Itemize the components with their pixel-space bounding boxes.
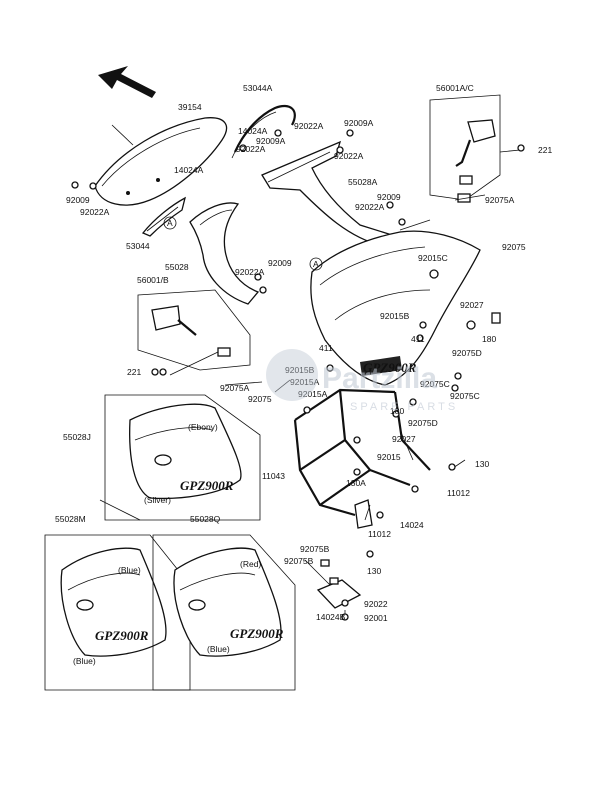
- color-note-label: (Silver): [144, 495, 171, 505]
- part-label: 92009: [377, 192, 401, 202]
- windshield-trim-part: [231, 104, 296, 159]
- lower-bracket-part: [316, 579, 362, 609]
- part-label: 92009A: [256, 136, 286, 146]
- part-label: 130: [475, 459, 489, 469]
- part-label: 56001A/C: [436, 83, 474, 93]
- part-label: 39154: [178, 102, 202, 112]
- color-note-label: (Ebony): [188, 422, 218, 432]
- part-label: 92075A: [485, 195, 515, 205]
- part-label: 180: [390, 406, 404, 416]
- part-label: 92022A: [294, 121, 324, 131]
- part-label: 92009: [66, 195, 90, 205]
- watermark-tagline: SPARE PARTS: [350, 401, 458, 413]
- part-label: 92075A: [220, 383, 250, 393]
- part-label: 130A: [346, 478, 366, 488]
- part-label: 92075C: [420, 379, 450, 389]
- windshield-part: [94, 117, 228, 206]
- part-label: 14024A: [174, 165, 204, 175]
- part-label: 56001/B: [137, 275, 169, 285]
- fastener-markers: [71, 129, 525, 621]
- side-fairing-blue-part: GPZ900R: [44, 534, 191, 691]
- upper-fairing-part: GPZ900R: [310, 230, 481, 386]
- part-label: 92022A: [80, 207, 110, 217]
- upper-inner-panel-part: [261, 140, 394, 247]
- part-label: 180: [482, 334, 496, 344]
- part-labels: 39154 53044A 56001A/C 14024A 92022A 9200…: [55, 83, 552, 666]
- part-label: 92075D: [408, 418, 438, 428]
- watermark-text: Partzilla: [322, 362, 437, 395]
- part-label: 92015A: [290, 377, 320, 387]
- part-label: 92009: [268, 258, 292, 268]
- part-label: 11043: [262, 471, 285, 481]
- part-label: 92015A: [298, 389, 328, 399]
- stay-bracket-part: [354, 499, 373, 529]
- part-label: 92022A: [235, 267, 265, 277]
- fairing-logo-text: GPZ900R: [95, 628, 149, 643]
- part-label: 221: [538, 145, 552, 155]
- part-label: 411: [319, 343, 333, 353]
- part-label: 55028: [165, 262, 189, 272]
- callout-label: A: [313, 259, 319, 269]
- part-label: 11012: [368, 529, 391, 539]
- watermark: Partzilla SPARE PARTS: [266, 349, 458, 413]
- part-label: 92015B: [380, 311, 410, 321]
- part-label: 411: [411, 334, 425, 344]
- part-label: 92009A: [344, 118, 374, 128]
- part-label: 14024: [400, 520, 424, 530]
- right-mirror-callout: [429, 94, 501, 203]
- part-label: 92075C: [450, 391, 480, 401]
- part-label: 92022A: [236, 144, 266, 154]
- left-mirror-callout: [137, 289, 251, 371]
- color-note-label: (Red): [240, 559, 261, 569]
- part-label: 92075: [248, 394, 272, 404]
- part-label: 55028Q: [190, 514, 221, 524]
- part-label: 14024A: [238, 126, 268, 136]
- part-label: 92015C: [418, 253, 448, 263]
- part-label: 92027: [460, 300, 484, 310]
- part-label: 92001: [364, 613, 388, 623]
- fairing-logo-text: GPZ900R: [230, 626, 284, 641]
- part-label: 92015B: [285, 365, 315, 375]
- fairing-logo-text: GPZ900R: [363, 360, 417, 375]
- front-direction-arrow-icon: [98, 66, 156, 98]
- part-label: 92075B: [284, 556, 314, 566]
- leader-lines: [99, 117, 521, 620]
- part-label: 92022: [364, 599, 388, 609]
- part-label: 53044: [126, 241, 150, 251]
- left-inner-panel-part: [189, 202, 260, 305]
- color-note-label: (Blue): [207, 644, 230, 654]
- part-label: 92022A: [334, 151, 364, 161]
- part-label: 221: [127, 367, 141, 377]
- side-fairing-ebony-part: GPZ900R: [104, 394, 261, 521]
- part-label: 92022A: [355, 202, 385, 212]
- side-fairing-red-part: GPZ900R: [152, 534, 296, 691]
- part-label: 130: [367, 566, 381, 576]
- part-label: 92075D: [452, 348, 482, 358]
- color-note-label: (Blue): [118, 565, 141, 575]
- callout-label: A: [167, 218, 173, 228]
- part-label: 11012: [447, 488, 470, 498]
- part-label: 92075: [502, 242, 526, 252]
- lower-trim-part: [141, 196, 186, 237]
- color-note-label: (Blue): [73, 656, 96, 666]
- part-label: 55028J: [63, 432, 91, 442]
- callout-marker-a: A A: [163, 216, 323, 271]
- part-label: 53044A: [243, 83, 273, 93]
- part-label: 55028A: [348, 177, 378, 187]
- part-label: 55028M: [55, 514, 86, 524]
- fairing-logo-text: GPZ900R: [180, 478, 234, 493]
- part-label: 92015: [377, 452, 401, 462]
- part-label: 92027: [392, 434, 416, 444]
- part-label: 92075B: [300, 544, 330, 554]
- part-label: 14024B: [316, 612, 346, 622]
